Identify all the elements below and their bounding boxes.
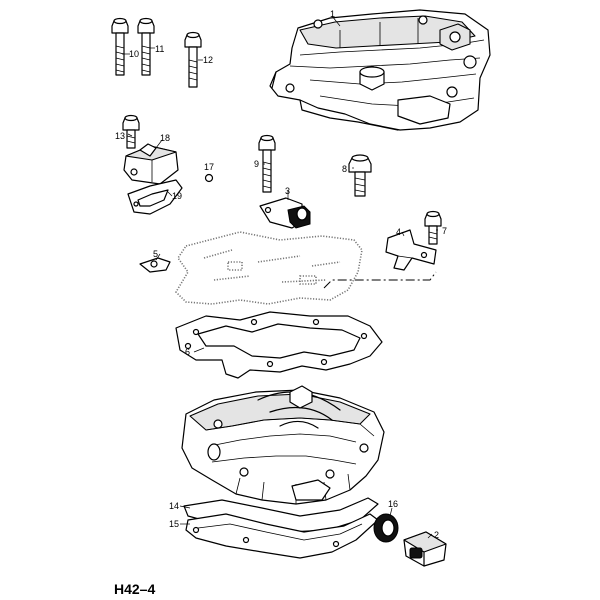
part-19-gasket [127,179,183,215]
part-17-ring [204,173,214,183]
part-5-clip [139,257,171,273]
bolt-12 [184,31,202,88]
callout-8: 8 [342,164,347,174]
bolt-7 [424,210,442,245]
bolt-11 [137,17,155,76]
callout-4: 4 [396,227,401,237]
callout-10: 10 [129,49,139,59]
bolt-8 [348,154,372,197]
callout-2: 2 [434,530,439,540]
part-16-seal [373,513,399,543]
callout-13: 13 [115,131,125,141]
callout-12: 12 [203,55,213,65]
callout-16: 16 [388,499,398,509]
callout-6: 6 [185,347,190,357]
bolt-10 [111,17,129,76]
part-15-gasket [185,513,379,559]
diagram-code: H42–4 [114,581,155,597]
separator-plate [174,231,363,305]
callout-1: 1 [330,9,335,19]
bolt-13 [122,114,140,149]
callout-5: 5 [153,249,158,259]
bolt-9 [258,134,276,193]
part-4-bracket [385,229,437,271]
part-upper-valve-body [269,9,491,131]
part-2-sensor [403,531,447,567]
callout-15: 15 [169,519,179,529]
callout-19: 19 [172,191,182,201]
lower-valve-body [181,385,385,505]
callout-14: 14 [169,501,179,511]
part-3-solenoid [259,197,311,229]
part-18-solenoid [123,143,179,185]
callout-11: 11 [155,44,164,54]
callout-17: 17 [204,162,214,172]
callout-7: 7 [442,226,447,236]
callout-3: 3 [285,186,290,196]
reference-line [323,271,437,289]
callout-9: 9 [254,159,259,169]
callout-18: 18 [160,133,170,143]
leader-lines [122,15,438,539]
part-6-gasket [175,311,383,379]
